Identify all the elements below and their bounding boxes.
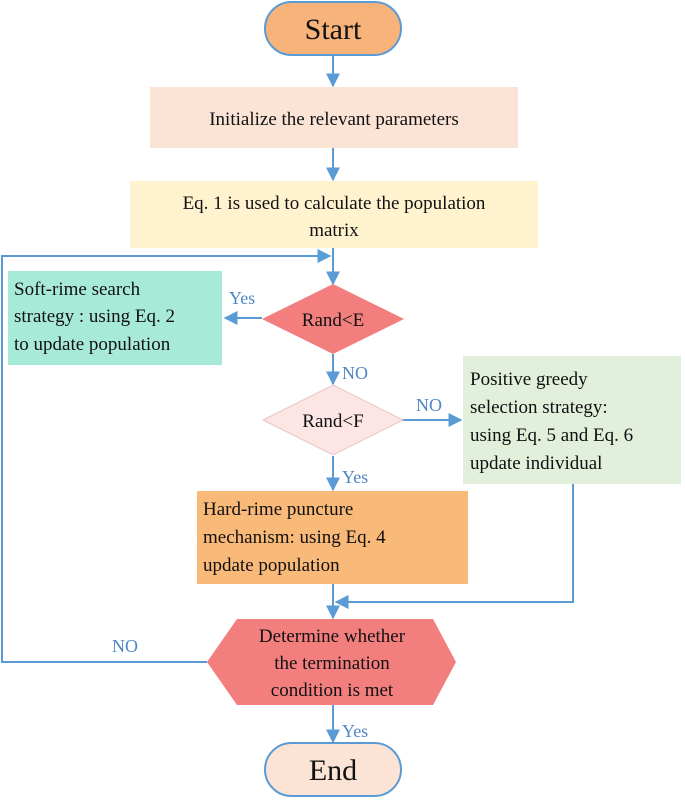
- hard-rime-shape: [197, 491, 468, 584]
- population-label-line2: matrix: [309, 220, 359, 241]
- greedy-label-line2: selection strategy:: [470, 397, 608, 418]
- population-label-line1: Eq. 1 is used to calculate the populatio…: [183, 193, 486, 214]
- soft-rime-label-line1: Soft-rime search: [14, 279, 141, 300]
- population-shape: [130, 181, 538, 248]
- rand-e-shape: [262, 284, 404, 354]
- greedy-label-line3: using Eq. 5 and Eq. 6: [470, 425, 633, 446]
- greedy-shape: [463, 356, 681, 484]
- hard-rime-label-line3: update population: [203, 555, 340, 576]
- termination-label-line2: the termination: [274, 653, 390, 674]
- node-termination: Determine whether the termination condit…: [207, 619, 456, 705]
- node-hard-rime: Hard-rime puncture mechanism: using Eq. …: [197, 491, 468, 584]
- init-label: Initialize the relevant parameters: [209, 109, 459, 130]
- node-end: End: [264, 742, 402, 797]
- soft-rime-label-line3: to update population: [14, 334, 171, 355]
- label-termination-yes: Yes: [342, 721, 368, 741]
- termination-shape: [207, 619, 456, 705]
- connectors: [1, 55, 574, 744]
- termination-label-line1: Determine whether: [259, 626, 406, 647]
- hard-rime-label-line2: mechanism: using Eq. 4: [203, 527, 386, 548]
- rand-e-label: Rand<E: [302, 310, 364, 331]
- node-greedy: Positive greedy selection strategy: usin…: [463, 356, 681, 484]
- label-termination-no: NO: [112, 636, 138, 656]
- termination-label-line3: condition is met: [271, 680, 394, 701]
- label-rand-e-yes: Yes: [229, 288, 255, 308]
- label-rand-f-no: NO: [416, 395, 442, 415]
- edge-termination-no-loop: [1, 249, 332, 663]
- node-rand-e: Rand<E: [262, 284, 404, 354]
- edge-labels: Yes NO NO Yes NO Yes: [112, 288, 442, 741]
- greedy-label-line1: Positive greedy: [470, 369, 588, 390]
- edge-greedy-to-merge: [334, 484, 574, 609]
- greedy-label-line4: update individual: [470, 453, 602, 474]
- start-label: Start: [305, 13, 362, 46]
- label-rand-f-yes: Yes: [342, 467, 368, 487]
- end-shape: [264, 742, 402, 797]
- rand-f-label: Rand<F: [302, 411, 363, 432]
- soft-rime-label-line2: strategy : using Eq. 2: [14, 306, 175, 327]
- node-init: Initialize the relevant parameters: [150, 87, 518, 148]
- soft-rime-shape: [8, 271, 222, 365]
- node-soft-rime: Soft-rime search strategy : using Eq. 2 …: [8, 271, 222, 365]
- start-shape: [264, 1, 402, 56]
- init-shape: [150, 87, 518, 148]
- node-start: Start: [264, 1, 402, 56]
- node-population: Eq. 1 is used to calculate the populatio…: [130, 181, 538, 248]
- rand-f-shape: [261, 384, 405, 456]
- end-label: End: [309, 754, 357, 787]
- hard-rime-label-line1: Hard-rime puncture: [203, 499, 353, 520]
- node-rand-f: Rand<F: [261, 384, 405, 456]
- label-rand-e-no: NO: [342, 363, 368, 383]
